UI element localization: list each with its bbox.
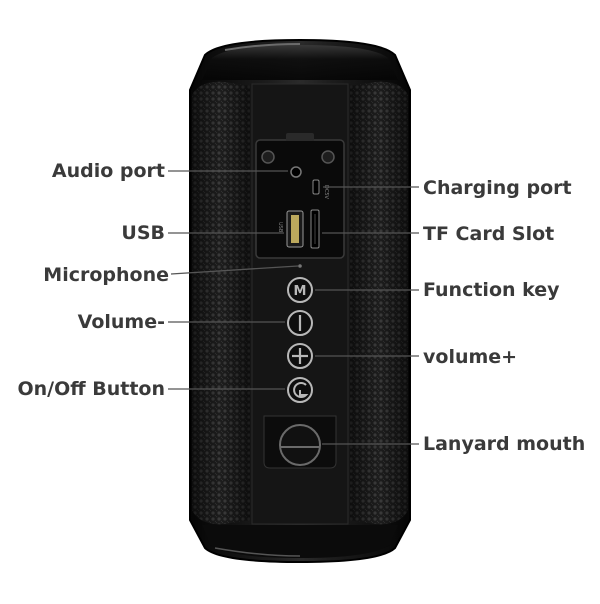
right-speaker-grille — [350, 81, 408, 525]
lanyard-mouth — [263, 415, 337, 469]
usb-port-mark: USB — [277, 222, 283, 233]
label-volume-minus: Volume- — [77, 311, 165, 333]
microphone-hole-icon — [298, 264, 302, 268]
label-on-off-button: On/Off Button — [17, 378, 165, 400]
power-icon — [293, 382, 309, 398]
m-letter-icon: M — [294, 284, 307, 299]
label-volume-plus: volume+ — [423, 346, 518, 368]
screw-icon — [321, 150, 335, 164]
plus-icon — [292, 348, 308, 364]
power-button[interactable] — [287, 377, 313, 403]
charging-port-mark: DC5V — [323, 185, 329, 200]
volume-minus-button[interactable] — [287, 310, 313, 336]
leader-lines — [168, 170, 419, 445]
left-speaker-grille — [192, 81, 250, 525]
label-usb: USB — [121, 222, 165, 244]
audio-jack-icon — [290, 166, 302, 178]
function-key-button[interactable]: M — [287, 277, 313, 303]
label-lanyard-mouth: Lanyard mouth — [423, 433, 586, 455]
label-function-key: Function key — [423, 279, 560, 301]
volume-plus-button[interactable] — [287, 343, 313, 369]
leader-line-microphone — [170, 265, 299, 275]
port-compartment: DC5V USB — [255, 133, 345, 268]
charging-port-icon — [312, 179, 320, 195]
screw-icon — [261, 150, 275, 164]
label-charging-port: Charging port — [423, 177, 572, 199]
label-audio-port: Audio port — [51, 160, 165, 182]
label-tf-card-slot: TF Card Slot — [423, 223, 555, 245]
label-microphone: Microphone — [43, 264, 169, 286]
